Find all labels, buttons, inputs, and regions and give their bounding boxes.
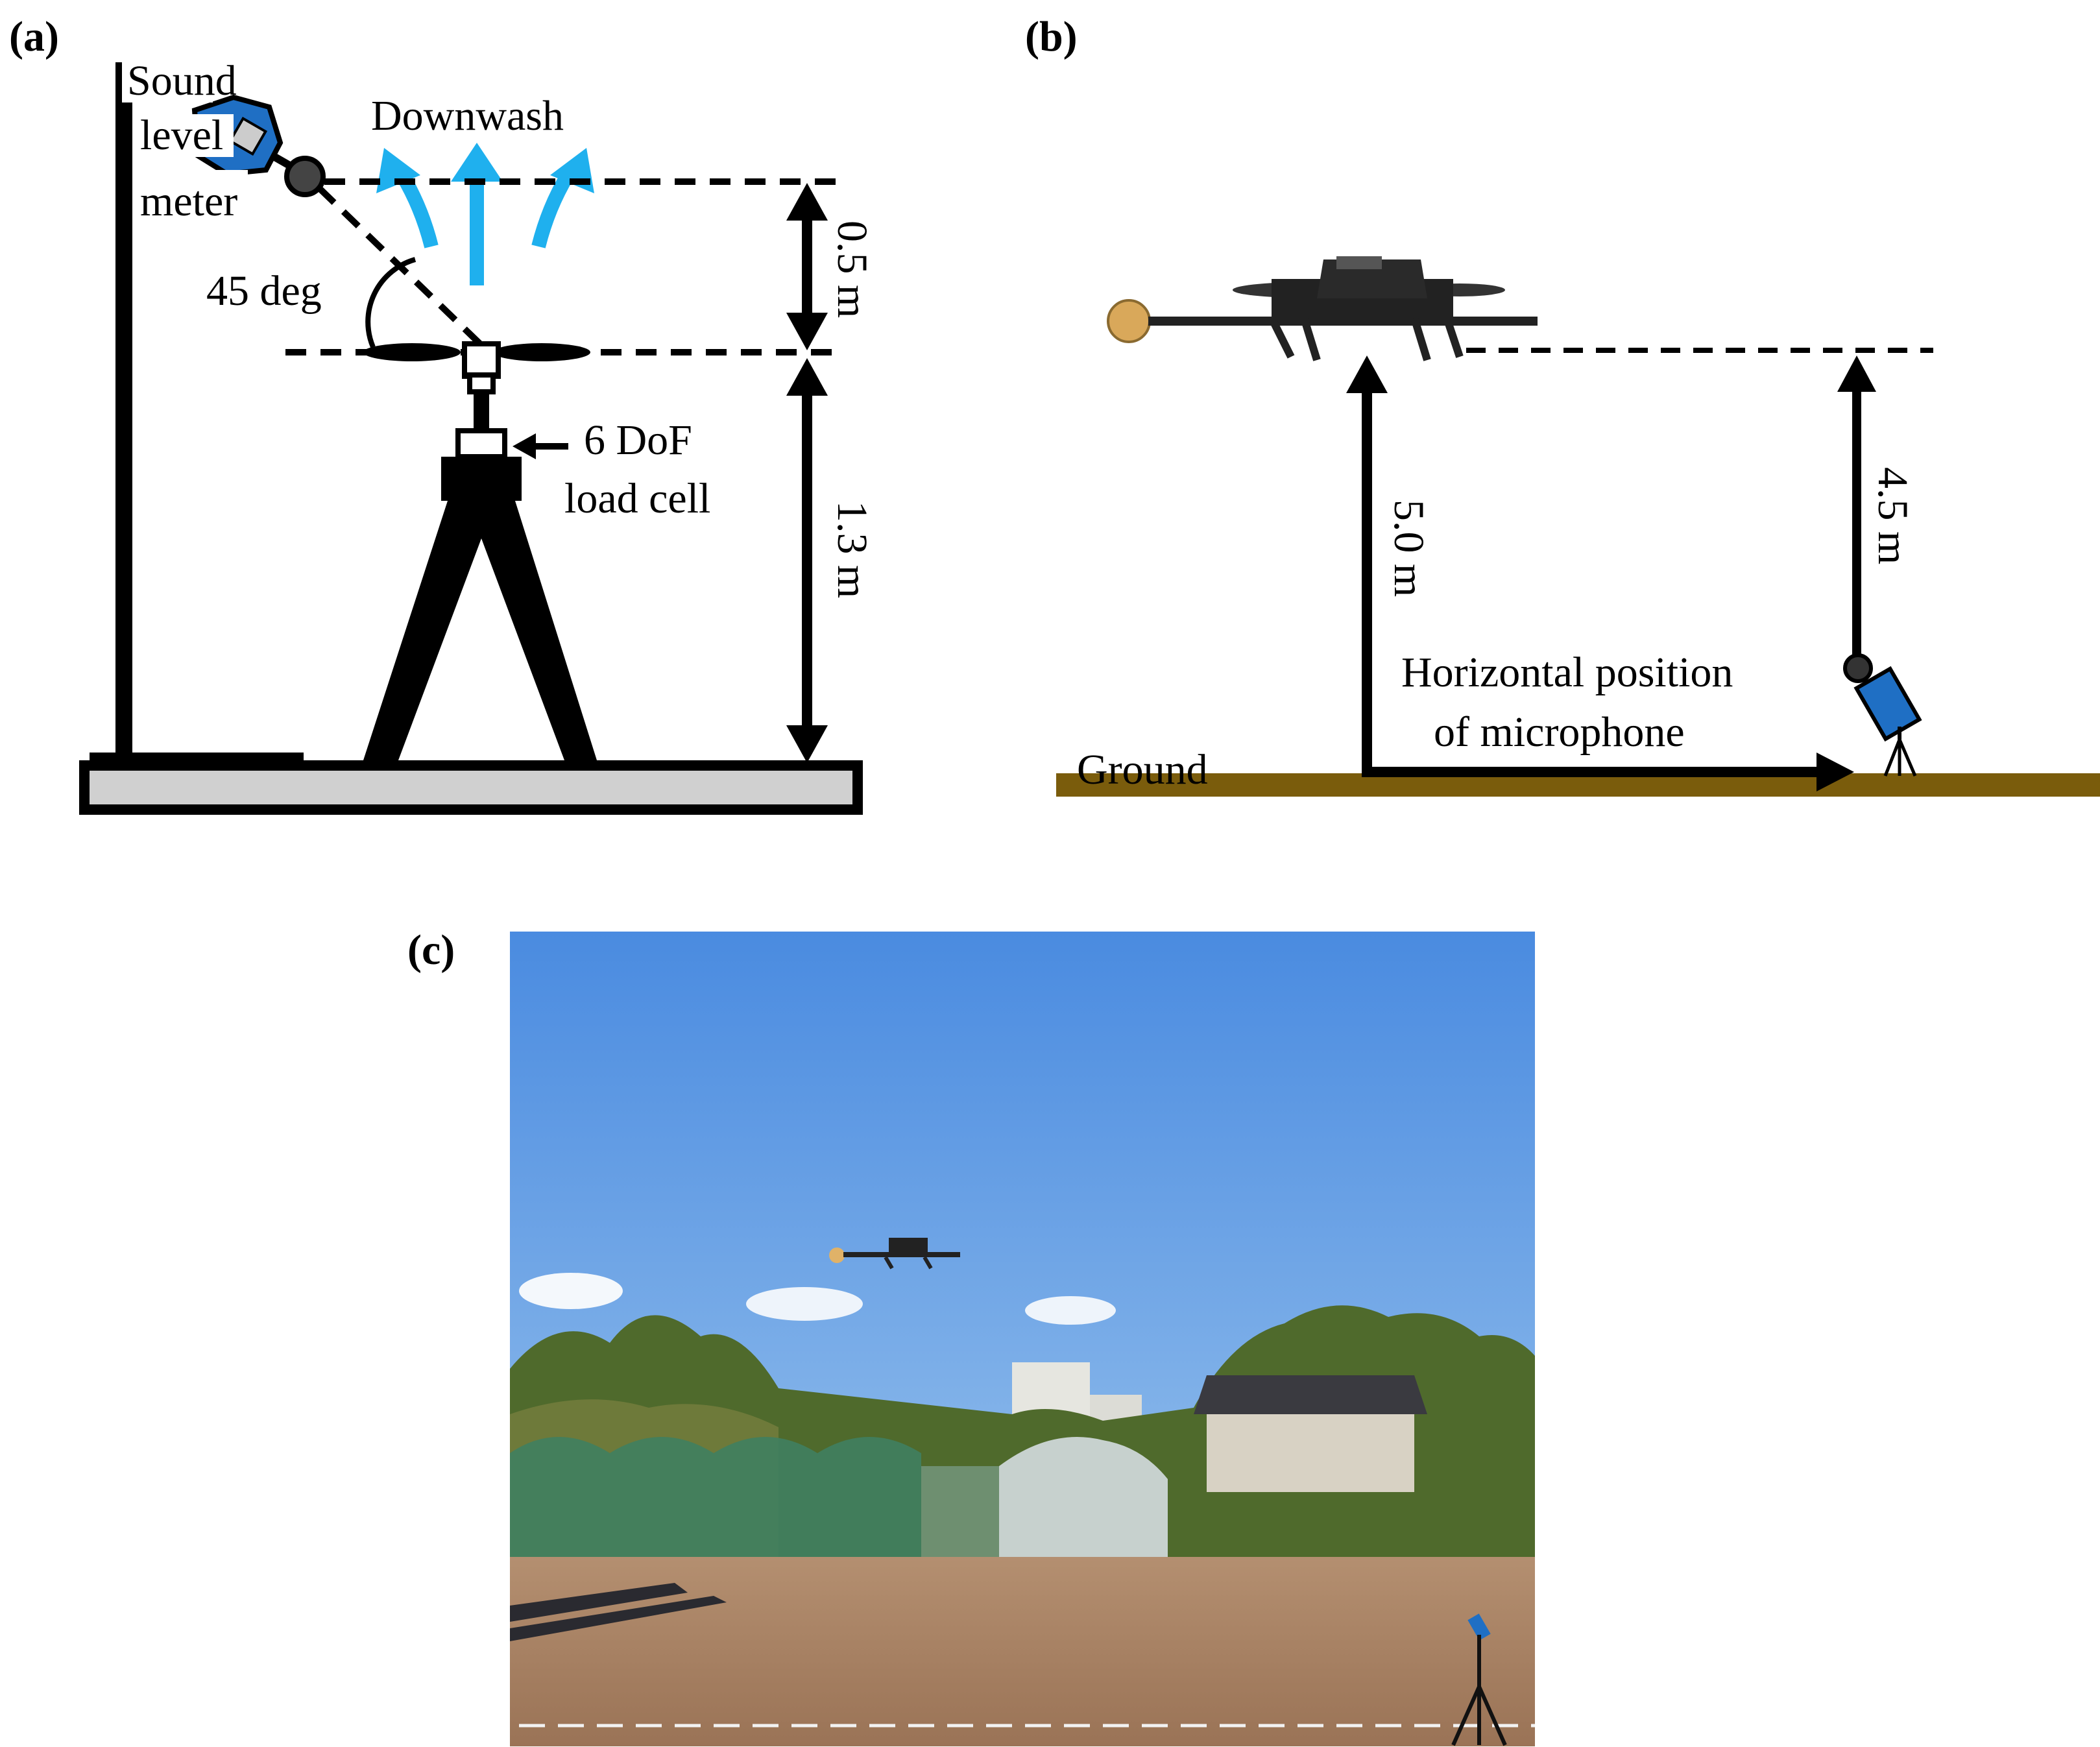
house-wall [1207, 1414, 1414, 1492]
dist-bottom-label: 1.3 m [828, 501, 876, 598]
label-bg [122, 60, 213, 102]
label-bg [136, 114, 234, 157]
panel-c: (c) [407, 926, 1535, 1746]
dist-top-label: 0.5 m [828, 221, 876, 318]
label-bg [138, 170, 248, 224]
rotor-hub [462, 341, 501, 379]
rotor-blade [493, 343, 590, 361]
ground-label: Ground [1077, 746, 1208, 793]
load-cell-body [441, 457, 522, 501]
shaft [467, 372, 496, 394]
load-cell-label-line2: load cell [564, 475, 710, 522]
base-platform [79, 760, 863, 815]
cloud [1025, 1296, 1116, 1325]
sound-label-line2: level [140, 112, 223, 159]
mulch-strip [510, 1596, 727, 1641]
arrow-head [451, 143, 503, 182]
tripod-legs [378, 501, 584, 760]
sound-label-line1: Sound [127, 57, 237, 104]
shaft [474, 392, 489, 431]
arrow-head [1837, 355, 1876, 392]
arrow-head [513, 433, 536, 459]
arrow-head [786, 313, 828, 350]
microphone-icon [1843, 653, 1922, 777]
arrow-head [786, 183, 828, 221]
height-drone-label: 5.0 m [1385, 500, 1432, 597]
panel-a-label: (a) [9, 13, 59, 60]
horizontal-label-line1: Horizontal position [1401, 649, 1733, 696]
downwash-label: Downwash [371, 92, 564, 139]
load-cell [455, 428, 507, 459]
arrow-head [376, 148, 420, 193]
arrow-head [786, 725, 828, 763]
rotor-blade [363, 343, 461, 361]
downwash-arrows [396, 171, 574, 285]
photo-drone-icon [829, 1238, 960, 1270]
horizontal-label-line2: of microphone [1434, 708, 1685, 756]
mulch-strip [510, 1583, 688, 1622]
panel-b: (b) Ground 5.0 m Horizontal position of … [1025, 13, 2100, 797]
cloud [519, 1273, 623, 1309]
tripod-gap [405, 551, 558, 758]
arrow-head [1816, 753, 1854, 791]
sound-label-line3: meter [140, 178, 237, 225]
greenhouses [510, 1437, 1168, 1563]
load-cell-label-line1: 6 DoF [584, 416, 692, 464]
panel-a: (a) Sound level meter Downwash [9, 13, 876, 815]
field-photo [510, 932, 1535, 1746]
height-mic-label: 4.5 m [1869, 467, 1916, 564]
drone-icon [1107, 256, 1538, 361]
meter-pole [115, 62, 132, 758]
angle-arc [365, 257, 416, 348]
arrow-head [786, 358, 828, 396]
house-roof [1194, 1375, 1427, 1414]
photo-microphone-icon [1451, 1613, 1507, 1746]
cloud [746, 1287, 863, 1321]
angle-label: 45 deg [206, 267, 322, 315]
panel-c-label: (c) [407, 926, 455, 974]
arrow-head [1346, 355, 1388, 393]
panel-b-label: (b) [1025, 13, 1078, 60]
